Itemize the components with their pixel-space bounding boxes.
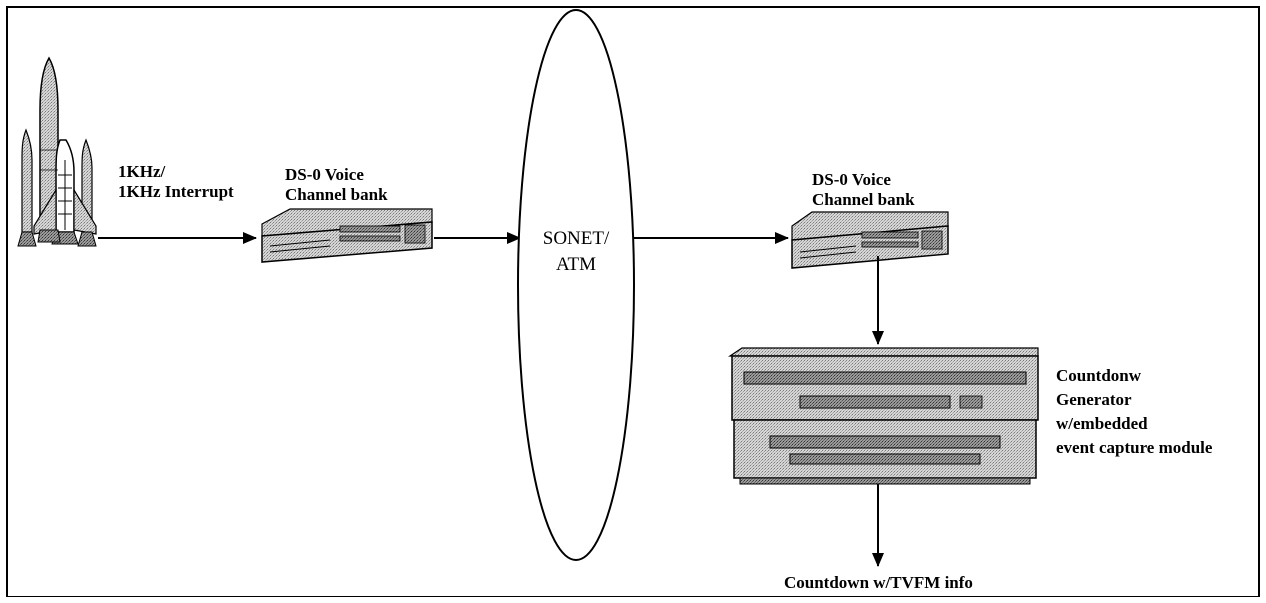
generator-label-line3: w/embedded — [1056, 414, 1148, 434]
channel-bank-left-label-line1: DS-0 Voice — [285, 165, 364, 185]
output-label: Countdown w/TVFM info — [784, 573, 973, 593]
link-label-line2: 1KHz Interrupt — [118, 182, 234, 202]
space-shuttle-icon — [18, 58, 96, 246]
network-label-line2: ATM — [536, 252, 616, 278]
generator-label-line4: event capture module — [1056, 438, 1212, 458]
channel-bank-right-label-line1: DS-0 Voice — [812, 170, 891, 190]
channel-bank-left-label-line2: Channel bank — [285, 185, 388, 205]
network-label-line1: SONET/ — [536, 226, 616, 252]
channel-bank-left-icon — [262, 209, 432, 262]
channel-bank-right-icon — [792, 212, 948, 268]
channel-bank-right-label-line2: Channel bank — [812, 190, 915, 210]
network-ellipse — [518, 10, 634, 560]
countdown-generator-icon — [730, 348, 1038, 484]
link-label-line1: 1KHz/ — [118, 162, 165, 182]
generator-label-line2: Generator — [1056, 390, 1132, 410]
generator-label-line1: Countdonw — [1056, 366, 1141, 386]
